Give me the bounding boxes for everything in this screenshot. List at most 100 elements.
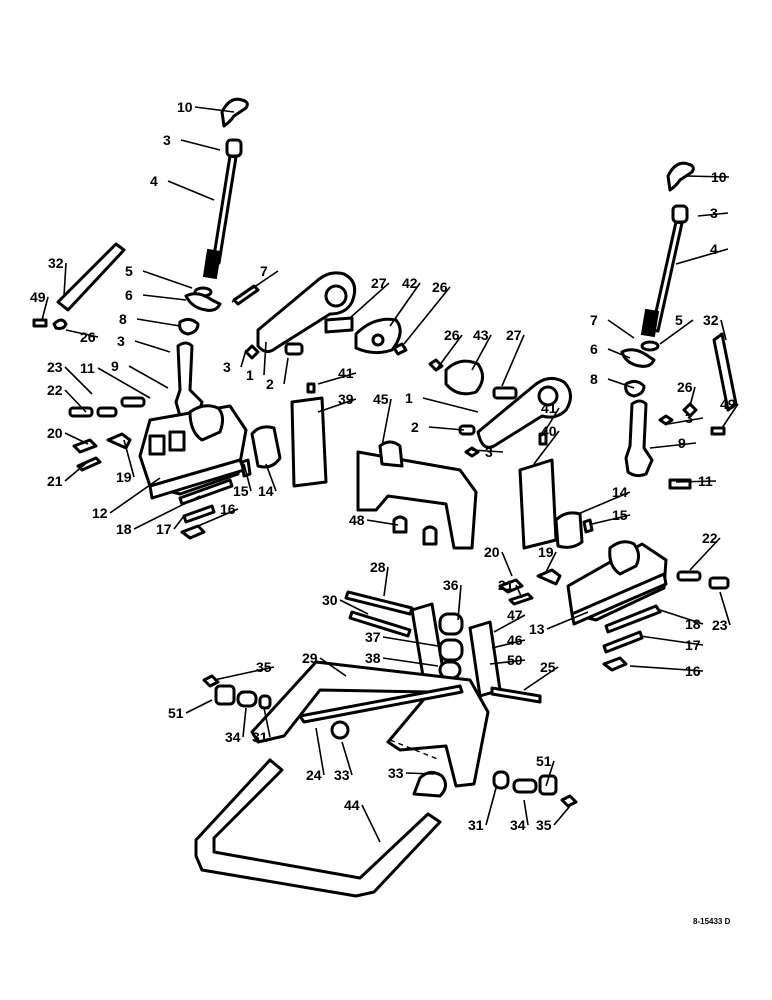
callout-label: 6 — [590, 341, 598, 357]
leader-line — [471, 449, 504, 453]
callout-1: 1 — [246, 341, 267, 383]
leader-line — [65, 329, 99, 338]
callout-33: 33 — [334, 741, 353, 783]
callout-label: 11 — [80, 360, 95, 376]
callout-8: 8 — [119, 311, 181, 327]
leader-line — [545, 760, 555, 787]
callout-14: 14 — [577, 484, 631, 515]
callout-41: 41 — [541, 400, 560, 437]
callout-label: 21 — [47, 473, 63, 489]
leader-line — [501, 551, 513, 577]
callout-5: 5 — [125, 263, 193, 289]
callout-label: 14 — [612, 484, 628, 500]
callout-32: 32 — [48, 255, 67, 297]
leader-line — [128, 365, 169, 389]
callout-3: 3 — [697, 205, 729, 221]
callout-label: 51 — [536, 753, 552, 769]
callout-label: 34 — [510, 817, 526, 833]
callout-4: 4 — [675, 241, 729, 265]
callout-41: 41 — [317, 365, 357, 385]
callout-label: 26 — [444, 327, 460, 343]
callout-label: 45 — [373, 391, 389, 407]
callout-35: 35 — [536, 805, 571, 833]
callout-label: 9 — [111, 358, 119, 374]
callout-15: 15 — [233, 463, 252, 499]
reference-code: 8-15433 D — [693, 917, 731, 926]
callout-10: 10 — [177, 99, 235, 115]
callout-label: 3 — [710, 205, 718, 221]
callout-label: 49 — [30, 289, 46, 305]
leader-line — [194, 106, 235, 113]
leader-line — [317, 372, 357, 385]
leader-line — [366, 519, 399, 526]
callout-8: 8 — [590, 371, 635, 389]
callout-label: 25 — [540, 659, 556, 675]
callout-label: 44 — [344, 797, 360, 813]
callout-label: 36 — [443, 577, 459, 593]
callout-label: 51 — [168, 705, 184, 721]
callout-label: 7 — [590, 312, 598, 328]
leader-line — [523, 799, 529, 826]
callout-label: 37 — [365, 629, 381, 645]
leader-line — [389, 282, 421, 327]
leader-line — [685, 175, 730, 178]
leader-line — [242, 707, 247, 738]
leader-line — [720, 319, 727, 341]
callout-label: 40 — [541, 423, 557, 439]
leader-line — [607, 319, 635, 339]
callout-label: 19 — [116, 469, 132, 485]
callout-label: 12 — [92, 505, 108, 521]
callout-label: 5 — [125, 263, 133, 279]
callout-label: 49 — [720, 396, 736, 412]
callout-label: 3 — [685, 410, 693, 426]
leader-line — [319, 657, 347, 677]
callout-21: 21 — [47, 459, 91, 489]
callout-label: 27 — [506, 327, 522, 343]
callout-2: 2 — [411, 419, 465, 435]
leader-line — [142, 294, 187, 301]
leader-line — [109, 477, 161, 514]
leader-line — [607, 348, 631, 359]
leader-line — [382, 657, 439, 667]
leader-line — [382, 636, 439, 647]
leader-line — [697, 212, 729, 217]
leader-line — [629, 665, 704, 672]
leader-line — [283, 357, 289, 385]
leader-line — [231, 270, 279, 303]
callout-label: 8 — [590, 371, 598, 387]
callout-36: 36 — [443, 577, 462, 621]
callout-label: 15 — [233, 483, 249, 499]
callout-label: 3 — [117, 333, 125, 349]
callout-16: 16 — [197, 501, 239, 527]
callout-20: 20 — [484, 544, 513, 577]
callout-42: 42 — [389, 275, 421, 327]
callout-26: 26 — [403, 279, 451, 345]
leader-line — [489, 659, 526, 665]
callout-30: 30 — [322, 592, 369, 615]
callout-40: 40 — [533, 423, 560, 465]
leader-line — [659, 319, 694, 345]
callout-3: 3 — [117, 333, 171, 353]
callout-label: 38 — [365, 650, 381, 666]
callout-23: 23 — [47, 359, 93, 395]
callout-label: 30 — [322, 592, 338, 608]
callout-label: 50 — [507, 652, 523, 668]
leader-line — [133, 495, 201, 530]
callout-label: 6 — [125, 287, 133, 303]
leader-line — [173, 515, 185, 530]
callout-label: 1 — [246, 367, 254, 383]
leader-line — [675, 248, 729, 265]
callout-label: 1 — [405, 390, 413, 406]
leader-line — [167, 180, 215, 201]
callout-48: 48 — [349, 512, 399, 528]
callout-label: 33 — [334, 767, 350, 783]
callout-2: 2 — [266, 357, 289, 392]
callout-28: 28 — [370, 559, 389, 597]
callout-label: 43 — [473, 327, 489, 343]
callout-label: 18 — [116, 521, 132, 537]
callout-label: 48 — [349, 512, 365, 528]
parts-drawing — [32, 97, 738, 898]
leader-line — [675, 480, 717, 483]
callout-label: 17 — [685, 637, 701, 653]
